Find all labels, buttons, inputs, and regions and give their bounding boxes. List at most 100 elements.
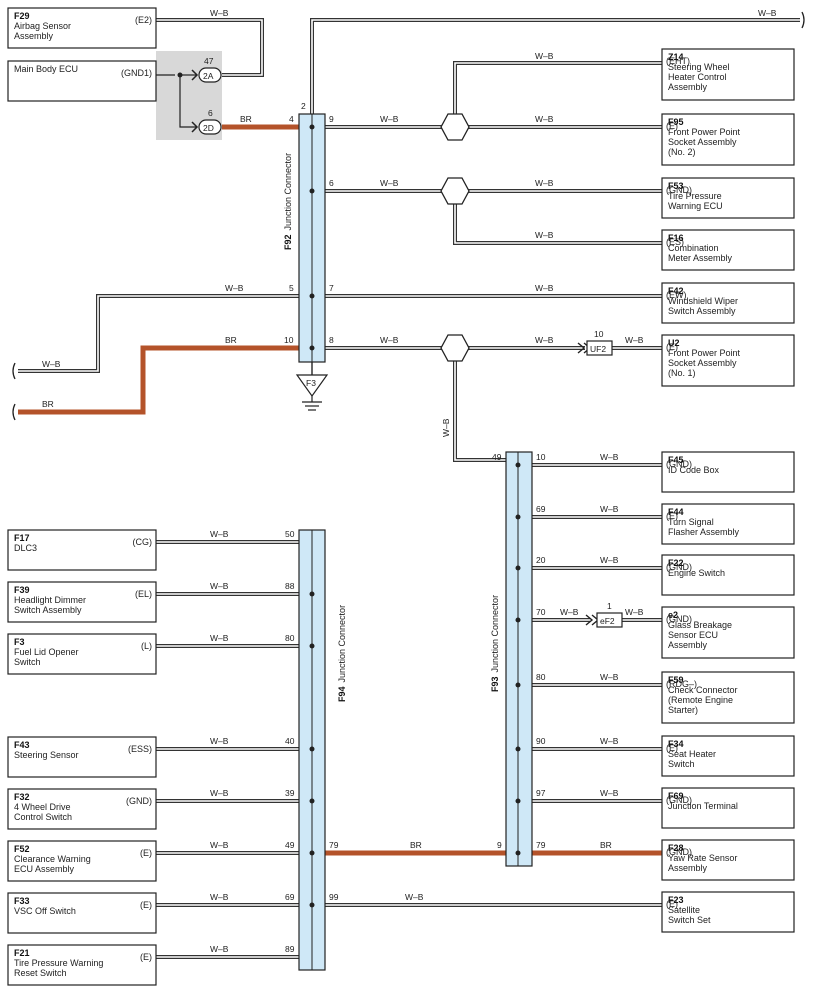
wl-14: W–B	[535, 335, 554, 345]
svg-text:9: 9	[329, 114, 334, 124]
component-code: F42	[668, 286, 684, 296]
component-label-line: Combination	[668, 243, 719, 253]
connector-uf2-label: UF2	[590, 344, 606, 354]
component-label-line: Tire Pressure	[668, 191, 722, 201]
component-terminal: (GND)	[126, 796, 152, 806]
svg-text:7: 7	[329, 283, 334, 293]
component-label-line: Fuel Lid Opener	[14, 647, 79, 657]
component-terminal: (ES)	[666, 237, 684, 247]
component-label-line: Socket Assembly	[668, 358, 737, 368]
wl-2: W–B	[758, 8, 777, 18]
component-label-line: Reset Switch	[14, 968, 67, 978]
component-code: F69	[668, 791, 684, 801]
ecu-junction-dot	[177, 72, 183, 78]
wl-16: W–B	[42, 359, 61, 369]
wl-10: W–B	[225, 283, 244, 293]
wl-1: W–B	[210, 8, 229, 18]
component-label-line: Yaw Rate Sensor	[668, 853, 737, 863]
wl-23: W–B	[625, 607, 644, 617]
pin-numbers: 2 4 5 10 9 6 7 8 50 88 80 40 39 49 69 89…	[284, 101, 546, 954]
connector-2a-label: 2A	[203, 71, 214, 81]
wire-break-marks	[12, 11, 805, 421]
junction-f92: F92Junction Connector	[283, 113, 326, 363]
svg-text:99: 99	[329, 892, 339, 902]
component-terminal: (GND)	[666, 795, 692, 805]
component-label-line: Meter Assembly	[668, 253, 733, 263]
wl-13: W–B	[380, 335, 399, 345]
component-label-line: Glass Breakage	[668, 620, 732, 630]
component-code: F17	[14, 533, 30, 543]
wl-28: BR	[600, 840, 612, 850]
component-label-line: Turn Signal	[668, 517, 714, 527]
component-label-line: Starter)	[668, 705, 698, 715]
component-terminal: (GND)	[666, 847, 692, 857]
svg-text:49: 49	[285, 840, 295, 850]
component-label-line: Steering Wheel	[668, 62, 730, 72]
component-label-line: Socket Assembly	[668, 137, 737, 147]
svg-text:79: 79	[536, 840, 546, 850]
component-terminal: (E)	[666, 899, 678, 909]
ecu-internal-wiring	[156, 74, 196, 128]
component-terminal: (ESS)	[128, 744, 152, 754]
splice-1	[440, 113, 470, 141]
component-label-line: Switch Assembly	[14, 605, 82, 615]
svg-text:49: 49	[492, 452, 502, 462]
junction-f94-label: F94Junction Connector	[337, 605, 347, 702]
splice-points	[440, 113, 470, 362]
component-label-line: Front Power Point	[668, 348, 741, 358]
component-terminal: (E)	[666, 342, 678, 352]
wire-f92-left-wb	[18, 294, 312, 373]
svg-text:5: 5	[289, 283, 294, 293]
component-label-line: (Remote Engine	[668, 695, 733, 705]
svg-text:4: 4	[289, 114, 294, 124]
wl-27: BR	[410, 840, 422, 850]
svg-text:10: 10	[284, 335, 294, 345]
connector-ef2-pin: 1	[607, 601, 612, 611]
wl-12: BR	[225, 335, 237, 345]
wl-30: W–B	[210, 529, 229, 539]
wl-34: W–B	[210, 788, 229, 798]
component-terminal: (E2)	[135, 15, 152, 25]
svg-text:39: 39	[285, 788, 295, 798]
connector-ef2-label: eF2	[600, 616, 615, 626]
component-code: F22	[668, 558, 684, 568]
component-terminal: (E)	[140, 952, 152, 962]
svg-text:20: 20	[536, 555, 546, 565]
wl-22: W–B	[560, 607, 579, 617]
wl-4: W–B	[535, 51, 554, 61]
component-label-line: Windshield Wiper	[668, 296, 738, 306]
ground-f3: F3	[295, 374, 329, 411]
svg-text:97: 97	[536, 788, 546, 798]
connector-2d: 2D 6	[191, 108, 222, 135]
component-terminal: (RDG–)	[666, 679, 697, 689]
wl-20: W–B	[600, 504, 619, 514]
svg-text:79: 79	[329, 840, 339, 850]
component-label-line: Assembly	[668, 640, 708, 650]
component-label-line: Engine Switch	[668, 568, 725, 578]
connector-uf2-pin: 10	[594, 329, 604, 339]
component-code: F53	[668, 181, 684, 191]
component-code: F39	[14, 585, 30, 595]
component-label-line: Airbag Sensor	[14, 21, 71, 31]
component-code: F44	[668, 507, 684, 517]
wire-top-long	[310, 18, 800, 114]
component-label-line: Tire Pressure Warning	[14, 958, 103, 968]
component-code: Z14	[668, 52, 684, 62]
component-label-line: Headlight Dimmer	[14, 595, 86, 605]
svg-text:69: 69	[536, 504, 546, 514]
component-terminal: (GND1)	[121, 68, 152, 78]
wl-37: W–B	[210, 944, 229, 954]
